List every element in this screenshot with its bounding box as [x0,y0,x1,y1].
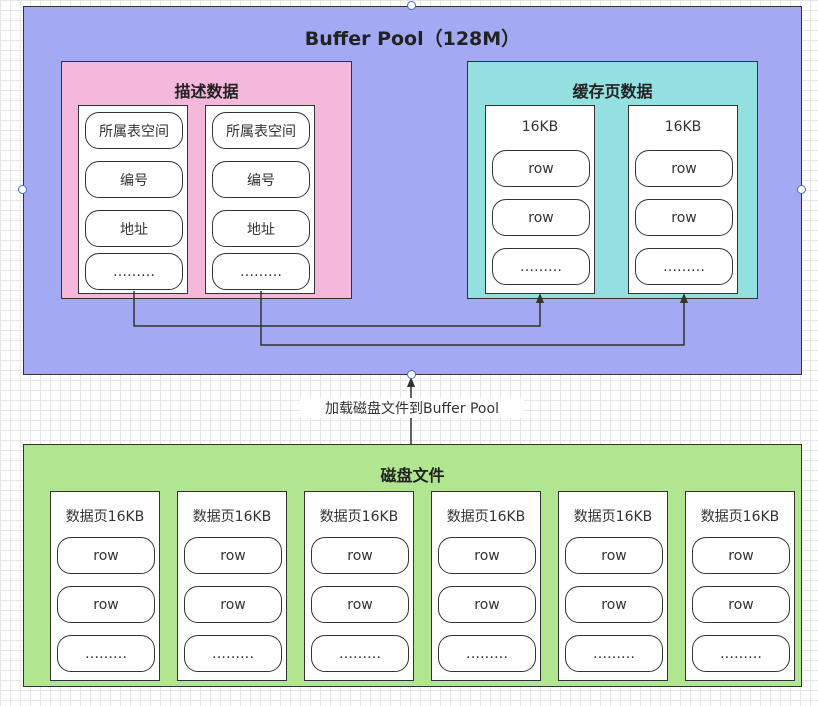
cache-row[interactable]: ……… [492,248,590,285]
resize-handle-left[interactable] [18,185,27,194]
disk-row[interactable]: ……… [311,635,409,672]
metadata-field[interactable]: 编号 [212,161,310,198]
arrow-up-icon [407,377,415,387]
cache-row[interactable]: row [635,199,733,236]
disk-page-title: 数据页16KB [65,509,145,525]
disk-row[interactable]: row [565,537,663,574]
cache-row[interactable]: row [492,199,590,236]
cache-row[interactable]: row [635,150,733,187]
disk-row[interactable]: ……… [57,635,155,672]
disk-page-title: 数据页16KB [700,509,780,525]
resize-handle-top[interactable] [407,1,416,10]
connection-point-bottom[interactable] [407,370,416,379]
metadata-field[interactable]: 地址 [85,210,183,247]
disk-row[interactable]: row [438,537,536,574]
metadata-field[interactable]: ……… [85,253,183,290]
disk-row[interactable]: row [57,537,155,574]
cache-pages-title: 缓存页数据 [572,82,653,101]
cache-row[interactable]: row [492,150,590,187]
disk-row[interactable]: ……… [438,635,536,672]
arrow-up-icon [680,293,688,303]
disk-row[interactable]: ……… [692,635,790,672]
disk-page-title: 数据页16KB [573,509,653,525]
cache-page-size: 16KB [664,119,702,135]
metadata-field[interactable]: 所属表空间 [85,112,183,149]
cache-row[interactable]: ……… [635,248,733,285]
disk-row[interactable]: row [692,537,790,574]
disk-row[interactable]: ……… [565,635,663,672]
arrow-up-icon [536,293,544,303]
metadata-field[interactable]: ……… [212,253,310,290]
resize-handle-right[interactable] [797,185,806,194]
disk-row[interactable]: row [184,537,282,574]
disk-row[interactable]: row [184,586,282,623]
buffer-pool-title: Buffer Pool（128M） [304,28,521,50]
disk-row[interactable]: row [311,586,409,623]
cache-page-size: 16KB [521,119,559,135]
disk-page-title: 数据页16KB [192,509,272,525]
metadata-field[interactable]: 所属表空间 [212,112,310,149]
disk-row[interactable]: row [565,586,663,623]
disk-page-title: 数据页16KB [446,509,526,525]
disk-row[interactable]: row [438,586,536,623]
disk-row[interactable]: row [311,537,409,574]
disk-page-title: 数据页16KB [319,509,399,525]
metadata-to-cache-link[interactable] [133,291,541,327]
metadata-field[interactable]: 地址 [212,210,310,247]
disk-row[interactable]: ……… [184,635,282,672]
metadata-title: 描述数据 [174,82,239,101]
disk-file-title: 磁盘文件 [380,466,445,485]
disk-row[interactable]: row [692,586,790,623]
metadata-field[interactable]: 编号 [85,161,183,198]
connector-label: 加载磁盘文件到Buffer Pool [300,398,524,418]
disk-row[interactable]: row [57,586,155,623]
metadata-to-cache-link[interactable] [260,291,685,346]
